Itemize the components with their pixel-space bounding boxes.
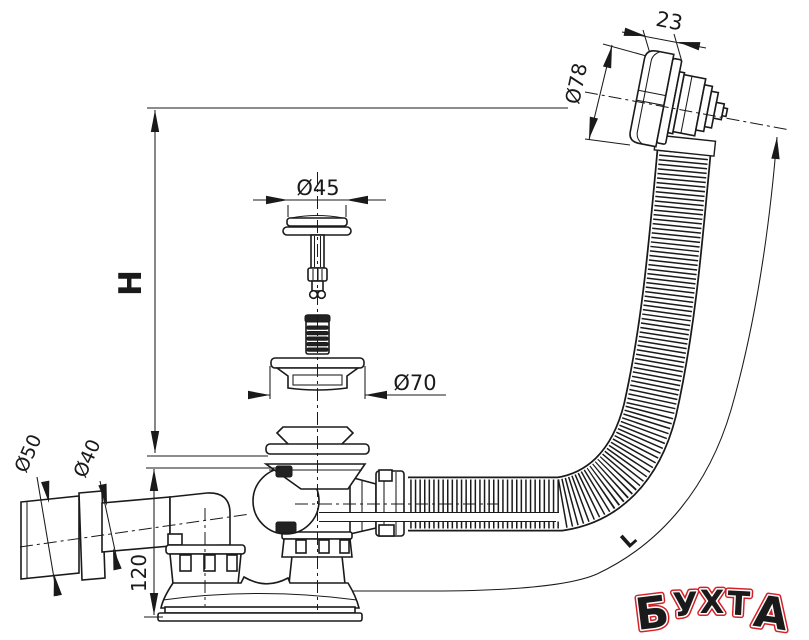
dim-overflow-depth: 23 bbox=[621, 7, 707, 51]
dim-outlet-diameters: Ø50 Ø40 bbox=[11, 431, 122, 597]
dim-label-d78: Ø78 bbox=[560, 61, 592, 106]
dim-label-d50: Ø50 bbox=[11, 431, 47, 476]
base-assembly bbox=[157, 531, 363, 622]
dim-label-23: 23 bbox=[654, 7, 685, 36]
dim-height: H bbox=[113, 107, 568, 457]
svg-text:Х: Х bbox=[700, 583, 725, 621]
svg-text:А: А bbox=[751, 586, 792, 640]
svg-text:Х: Х bbox=[700, 583, 725, 621]
flex-hose bbox=[408, 149, 712, 532]
drain-flange bbox=[270, 357, 365, 391]
outlet-pipe bbox=[20, 490, 231, 581]
logo-watermark: Б У Х Т А Б У Х Т А Б У Х Т А bbox=[629, 580, 794, 640]
overflow-knob bbox=[629, 50, 729, 148]
svg-text:Т: Т bbox=[726, 583, 751, 623]
dim-label-d70: Ø70 bbox=[393, 371, 436, 395]
svg-text:А: А bbox=[751, 586, 792, 640]
hose-inner-profile bbox=[319, 511, 559, 523]
svg-text:Б: Б bbox=[632, 586, 672, 640]
dim-flange-diameter: Ø70 bbox=[248, 366, 446, 400]
dim-label-d40: Ø40 bbox=[70, 436, 106, 481]
dim-label-L: L bbox=[616, 526, 642, 553]
svg-text:Т: Т bbox=[726, 583, 751, 623]
svg-text:У: У bbox=[672, 584, 699, 624]
dim-base-height: 120 bbox=[127, 467, 280, 618]
svg-text:У: У bbox=[672, 584, 699, 624]
dim-plug-diameter: Ø45 bbox=[253, 176, 386, 217]
svg-text:Х: Х bbox=[700, 583, 725, 621]
sealing-flange bbox=[265, 426, 370, 455]
dim-label-H: H bbox=[113, 270, 149, 296]
dim-label-120: 120 bbox=[127, 554, 151, 592]
centerlines bbox=[19, 91, 791, 610]
hose-coupling-nut bbox=[349, 469, 405, 537]
svg-text:Б: Б bbox=[632, 586, 672, 640]
drain-body bbox=[252, 463, 367, 535]
svg-text:У: У bbox=[672, 584, 699, 624]
dim-label-d45: Ø45 bbox=[296, 176, 339, 200]
